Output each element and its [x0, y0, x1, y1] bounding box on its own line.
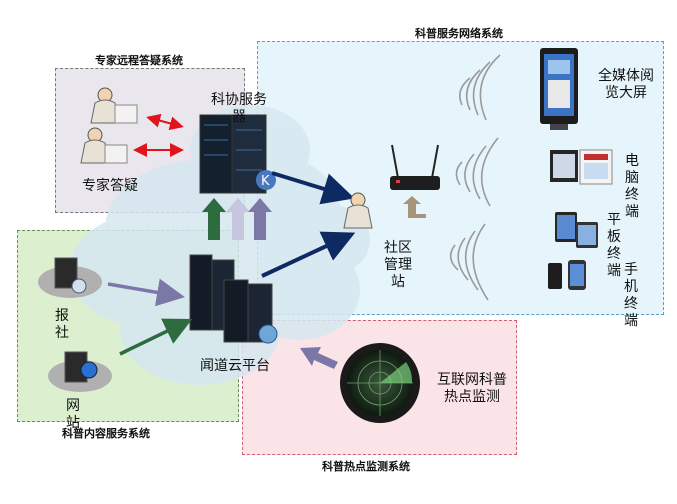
- wifi-signal-icon: [449, 54, 501, 301]
- radar-monitor-icon: [340, 343, 420, 423]
- newspaper-arrow: [107, 278, 185, 307]
- website-arrow: [119, 318, 193, 356]
- svg-text:K: K: [261, 174, 270, 189]
- tablet-terminal-label: 平板终端: [607, 212, 621, 279]
- community-station-label: 社区管理站: [384, 240, 412, 290]
- expert-answer-label: 专家答疑: [82, 178, 138, 194]
- hotspot-system-title: 科普热点监测系统: [322, 460, 410, 473]
- network-system-title: 科普服务网络系统: [415, 27, 503, 40]
- pc-terminal-label: 电脑终端: [625, 153, 639, 220]
- cloud-to-community-arrow: [261, 231, 356, 278]
- cloud-platform-servers-icon: [189, 254, 278, 344]
- media-screen-kiosk-icon: [540, 48, 578, 130]
- kexie-server-icon: K: [199, 114, 276, 194]
- phone-terminal-label: 手机终端: [624, 262, 638, 329]
- internet-monitor-label: 互联网科普热点监测: [437, 372, 507, 405]
- website-label: 网站: [66, 398, 80, 431]
- community-manager-icon: [343, 192, 373, 229]
- upload-arrows: [202, 198, 272, 240]
- expert-system-title: 专家远程答疑系统: [95, 54, 183, 67]
- website-server-icon: [48, 351, 112, 392]
- expert-person-icon: [90, 87, 138, 124]
- phone-terminal-icon: [548, 260, 586, 290]
- router-icon: [390, 144, 440, 190]
- media-screen-label: 全媒体阅览大屏: [598, 68, 654, 101]
- expert-link-arrow-1: [146, 113, 184, 131]
- kexie-server-label: 科协服务器: [211, 92, 267, 125]
- newspaper-server-icon: [38, 257, 102, 298]
- newspaper-label: 报社: [55, 308, 69, 341]
- tablet-terminal-icon: [555, 212, 598, 248]
- pc-terminal-icon: [550, 149, 613, 185]
- server-to-community-arrow: [271, 171, 355, 205]
- cloud-platform-label: 闻道云平台: [200, 358, 270, 374]
- expert-person-icon: [80, 127, 128, 164]
- content-system-title: 科普内容服务系统: [62, 427, 150, 440]
- monitor-to-cloud-arrow: [300, 347, 338, 369]
- router-uplink-arrow: [403, 196, 426, 218]
